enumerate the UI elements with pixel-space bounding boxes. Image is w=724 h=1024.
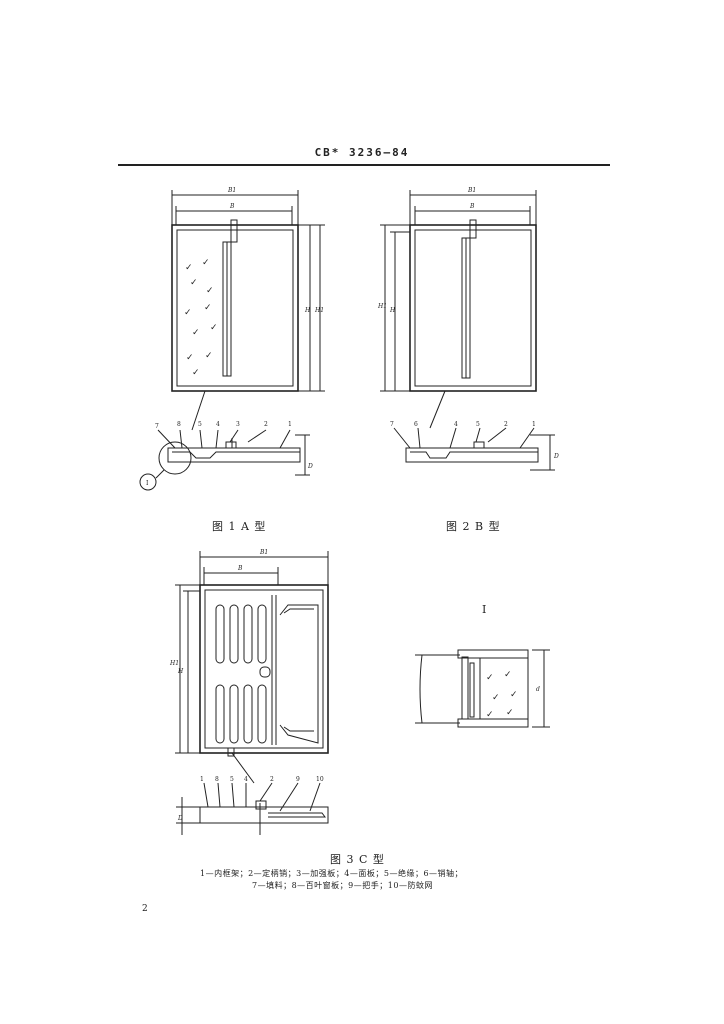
svg-text:5: 5 (198, 421, 202, 428)
svg-text:10: 10 (316, 776, 324, 783)
svg-text:✓: ✓ (492, 693, 500, 703)
figure-1-caption: 图 1 A 型 (212, 520, 267, 533)
svg-text:✓: ✓ (504, 670, 512, 680)
svg-text:4: 4 (454, 421, 458, 428)
svg-text:✓: ✓ (186, 353, 194, 363)
svg-text:5: 5 (476, 421, 480, 428)
svg-text:1: 1 (200, 776, 204, 783)
fig1-dim-h1: H1 (314, 307, 324, 314)
svg-text:2: 2 (264, 421, 268, 428)
fig1-dim-b: B (229, 203, 235, 210)
detail-title: I (482, 603, 488, 616)
svg-text:8: 8 (177, 421, 181, 428)
svg-text:✓: ✓ (202, 258, 210, 268)
figure-2-caption: 图 2 B 型 (446, 520, 501, 533)
figure-1-drawing: ✓✓ ✓✓ ✓✓ ✓✓ ✓✓ ✓ B1 B H H1 D 7 8 5 4 3 2… (139, 187, 325, 491)
figure-2-drawing: B1 B H1 H D 7 6 4 5 2 1 (377, 187, 559, 471)
fig2-dim-b: B (469, 203, 475, 210)
document-code-header: CB* 3236—84 (314, 146, 410, 159)
fig2-dim-h: H (389, 307, 396, 314)
fig2-dim-b1: B1 (467, 187, 476, 194)
detail-dim-d: d (536, 686, 540, 693)
svg-text:✓: ✓ (486, 673, 494, 683)
svg-text:✓: ✓ (192, 328, 200, 338)
svg-text:9: 9 (296, 776, 300, 783)
svg-text:4: 4 (244, 776, 248, 783)
header-rule (118, 164, 610, 166)
fig1-dim-b1: B1 (227, 187, 236, 194)
svg-text:8: 8 (215, 776, 219, 783)
svg-text:4: 4 (216, 421, 220, 428)
svg-text:2: 2 (504, 421, 508, 428)
svg-text:2: 2 (270, 776, 274, 783)
svg-text:6: 6 (414, 421, 418, 428)
svg-text:1: 1 (288, 421, 292, 428)
fig1-detail-callout: I (146, 480, 149, 487)
svg-text:✓: ✓ (192, 368, 200, 378)
svg-text:✓: ✓ (506, 708, 514, 718)
svg-text:✓: ✓ (510, 690, 518, 700)
fig3-dim-h1: H1 (169, 660, 179, 667)
svg-text:✓: ✓ (184, 308, 192, 318)
svg-text:✓: ✓ (206, 286, 214, 296)
fig3-dim-h: H (177, 668, 184, 675)
svg-text:✓: ✓ (205, 351, 213, 361)
svg-text:1: 1 (532, 421, 536, 428)
detail-drawing: ✓ ✓ ✓ ✓ ✓ ✓ d (415, 649, 550, 728)
svg-text:3: 3 (236, 421, 240, 428)
legend-line-2: 7—填料；8—百叶窗板；9—把手；10—防蚊网 (252, 881, 433, 890)
svg-text:✓: ✓ (204, 303, 212, 313)
legend-line-1: 1—内框架；2—定柄销；3—加强板；4—面板；5—绝缘；6—销轴； (200, 869, 464, 878)
fig1-dim-h: H (304, 307, 311, 314)
svg-text:✓: ✓ (190, 278, 198, 288)
svg-text:✓: ✓ (486, 710, 494, 720)
svg-text:7: 7 (155, 423, 159, 430)
fig3-dim-d: D (177, 815, 183, 822)
fig1-dim-d: D (307, 463, 313, 470)
svg-text:7: 7 (390, 421, 394, 428)
fig3-dim-b1: B1 (259, 549, 268, 556)
svg-text:✓: ✓ (185, 263, 193, 273)
fig3-dim-b: B (237, 565, 243, 572)
svg-text:✓: ✓ (210, 323, 218, 333)
figure-3-caption: 图 3 C 型 (330, 853, 385, 866)
page-number: 2 (142, 904, 148, 914)
fig2-dim-h1: H1 (377, 303, 387, 310)
svg-text:5: 5 (230, 776, 234, 783)
fig2-dim-d: D (553, 453, 559, 460)
figure-3-drawing: B1 B H1 H D 1 8 5 4 2 9 10 (169, 549, 329, 835)
